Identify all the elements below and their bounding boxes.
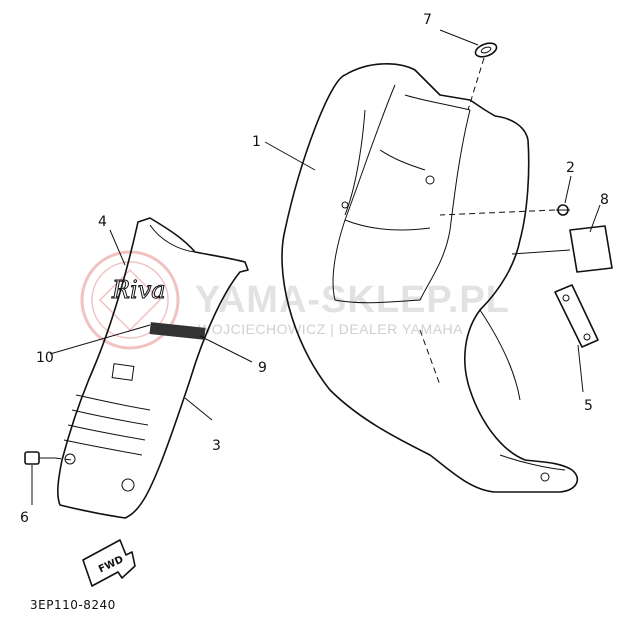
part-3-front-panel [57,217,249,519]
callout-4: 4 [98,214,107,230]
watermark-subtitle: WOJCIECHOWICZ | DEALER YAMAHA [198,321,463,337]
leader-lines [31,29,601,505]
part-1-body-cover [281,63,579,493]
callout-10: 10 [36,350,54,366]
callout-1: 1 [252,134,261,150]
callout-5: 5 [584,398,593,414]
watermark-logo [80,250,180,350]
watermark-brand: YAMA-SKLEP.PL [195,279,510,321]
callout-7: 7 [423,12,432,28]
callout-3: 3 [212,438,221,454]
emblem-text: Riva [111,276,166,304]
fwd-label: FWD [97,554,125,575]
part-7-grommet [474,42,498,58]
part-5-bracket [554,284,599,348]
callout-2: 2 [566,160,575,176]
part-6-bolt [24,451,55,465]
riva-emblem: Riva [111,276,167,305]
part-8-pad [569,225,613,273]
callouts: 1 2 3 4 5 6 7 8 9 10 [20,12,609,526]
assembly-lines [54,57,556,461]
catalog-code: 3EP110-8240 [30,598,116,612]
callout-9: 9 [258,360,267,376]
callout-8: 8 [600,192,609,208]
watermark: YAMA-SKLEP.PL WOJCIECHOWICZ | DEALER YAM… [80,250,510,350]
part-2-screw [556,204,570,216]
callout-6: 6 [20,510,29,526]
fwd-arrow: FWD [82,539,136,587]
